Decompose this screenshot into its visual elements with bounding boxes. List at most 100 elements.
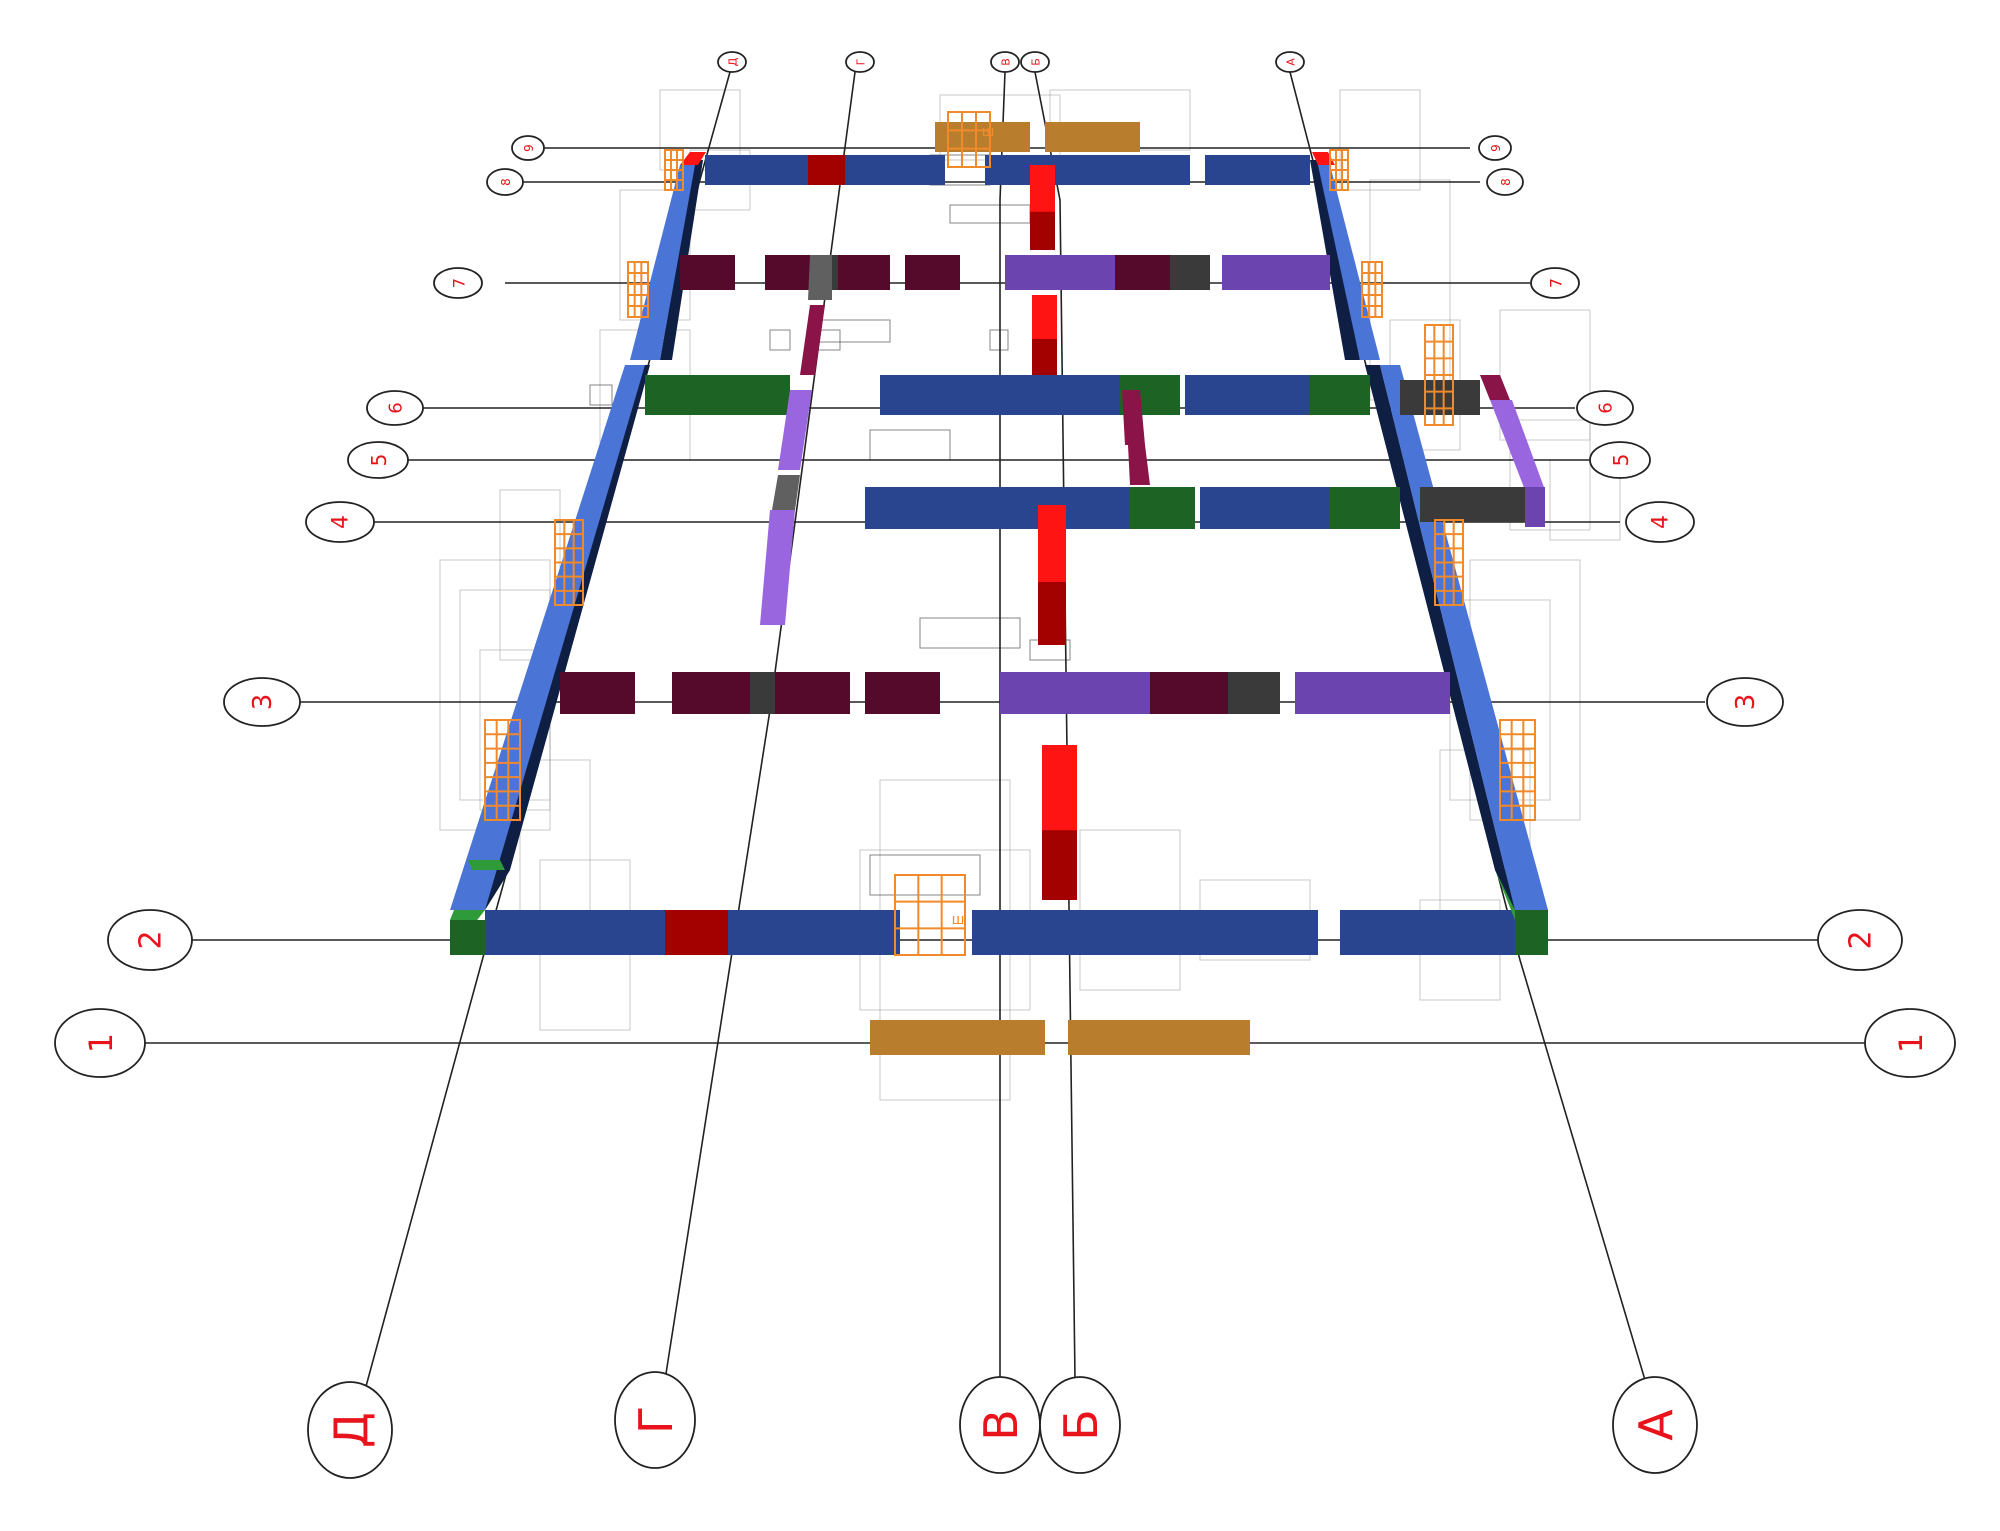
svg-text:4: 4 (1649, 515, 1674, 529)
back-wall-segment (1205, 155, 1310, 185)
front-wall-segment (728, 910, 900, 955)
wall-blocks-layer (450, 122, 1548, 1055)
window-mark: ш (982, 124, 995, 140)
left-wall-green-cap (468, 860, 505, 870)
axis-bubble-3-right: 3 (1706, 677, 1784, 727)
annex-wall-gray (1420, 487, 1525, 522)
svg-text:3: 3 (248, 694, 278, 711)
svg-text:1: 1 (1892, 1033, 1930, 1053)
right-wall-upper (1318, 165, 1380, 360)
axis4-wall-segment (1200, 487, 1330, 529)
door-back (947, 111, 991, 168)
axis3-wall-purple (1295, 672, 1450, 714)
window-mark: ш (952, 912, 965, 928)
axis7-wall-gray (1170, 255, 1210, 290)
g-axis-wall-gray-top (808, 255, 832, 300)
b-axis-wall-maroon (1128, 445, 1150, 485)
central-spine-red-shade (1038, 582, 1066, 645)
annex-wall-purple (1490, 400, 1545, 490)
svg-text:В: В (974, 1409, 1028, 1441)
axis-bubble-V-bottom: В (959, 1376, 1041, 1474)
axis-line-B (1034, 71, 1076, 1381)
front-wall-red-segment (665, 910, 728, 955)
annex-wall-gray (1400, 380, 1480, 415)
axis-bubble-B-bottom: Б (1039, 1376, 1121, 1474)
axis-bubble-A-top: А (1275, 51, 1305, 73)
axis6-wall-green (1310, 375, 1370, 415)
axis-bubble-6-right: 6 (1576, 390, 1634, 426)
axis-bubble-3-left: 3 (223, 677, 301, 727)
front-wall-segment (485, 910, 665, 955)
svg-text:Б: Б (1054, 1409, 1108, 1441)
axis-bubble-7-left: 7 (433, 267, 483, 299)
left-wall-red-cap (680, 152, 706, 165)
axis-bubble-B-top: Б (1020, 51, 1050, 73)
left-wall-side (485, 365, 650, 910)
svg-text:8: 8 (1499, 178, 1513, 186)
axis-bubble-4-right: 4 (1625, 501, 1695, 543)
corner-block-left-front (450, 920, 485, 955)
axis-bubble-2-left: 2 (107, 909, 193, 971)
svg-text:7: 7 (1547, 278, 1566, 288)
axis-bubble-G-bottom: Г (614, 1371, 696, 1469)
svg-text:Г: Г (629, 1406, 683, 1434)
g-axis-wall-purple (778, 390, 812, 470)
back-porch-right (1045, 122, 1140, 152)
ghost-outline (769, 329, 791, 351)
svg-text:Г: Г (855, 58, 868, 65)
axis4-wall-green (1130, 487, 1195, 529)
central-spine-red-shade (1030, 211, 1055, 250)
axis6-wall-segment (880, 375, 1120, 415)
ghost-outline (1339, 89, 1421, 191)
axis4-wall-green (1330, 487, 1400, 529)
axis3-wall-purple (1000, 672, 1150, 714)
svg-text:6: 6 (386, 402, 407, 413)
axis3-wall-segment (672, 672, 750, 714)
window-right-axis3 (1499, 719, 1536, 821)
axis-bubble-1-right: 1 (1864, 1008, 1956, 1078)
svg-text:Б: Б (1030, 58, 1043, 66)
ghost-outline (869, 854, 981, 896)
right-wall-side (1365, 365, 1515, 910)
axis-bubble-6-left: 6 (366, 390, 424, 426)
ghost-outline (589, 384, 613, 406)
front-wall-segment (1340, 910, 1515, 955)
b-axis-wall-maroon (1122, 390, 1145, 445)
central-spine-red-shade (1032, 339, 1057, 375)
svg-text:А: А (1629, 1409, 1683, 1441)
left-wall-upper (630, 165, 695, 360)
window-frames-layer: шш (484, 111, 1536, 956)
svg-text:7: 7 (450, 278, 469, 288)
svg-text:8: 8 (499, 178, 513, 186)
axis6-wall-segment (1185, 375, 1310, 415)
corner-block-right-front (1515, 910, 1548, 955)
axis4-wall-segment (865, 487, 1130, 529)
svg-text:3: 3 (1731, 694, 1761, 711)
axis-bubble-9-right: 9 (1478, 135, 1512, 161)
g-axis-wall-gray (772, 475, 800, 510)
svg-text:5: 5 (367, 454, 391, 467)
axis3-wall-gray (750, 672, 775, 714)
ghost-outline (919, 617, 1021, 649)
right-wall-upper-side (1310, 160, 1360, 360)
svg-text:9: 9 (522, 144, 536, 152)
door-front (894, 874, 966, 956)
axis-bubble-5-right: 5 (1589, 441, 1651, 479)
axis-bubble-D-bottom: Д (307, 1381, 393, 1479)
axis-bubble-D-top: Д (717, 51, 747, 73)
axis3-wall-segment (865, 672, 940, 714)
axis7-wall-segment (680, 255, 735, 290)
ghost-outline (949, 204, 1031, 224)
axis7-wall-purple (1005, 255, 1115, 290)
front-wall-segment (972, 910, 1318, 955)
axis3-wall-gray (1228, 672, 1280, 714)
axis-bubble-A-bottom: А (1612, 1376, 1698, 1474)
window-right-axis8 (1329, 149, 1349, 191)
axis-bubble-5-left: 5 (347, 441, 409, 479)
axis-bubble-2-right: 2 (1817, 909, 1903, 971)
back-wall-segment (705, 155, 808, 185)
axis-bubble-4-left: 4 (305, 501, 375, 543)
svg-text:9: 9 (1489, 144, 1503, 152)
